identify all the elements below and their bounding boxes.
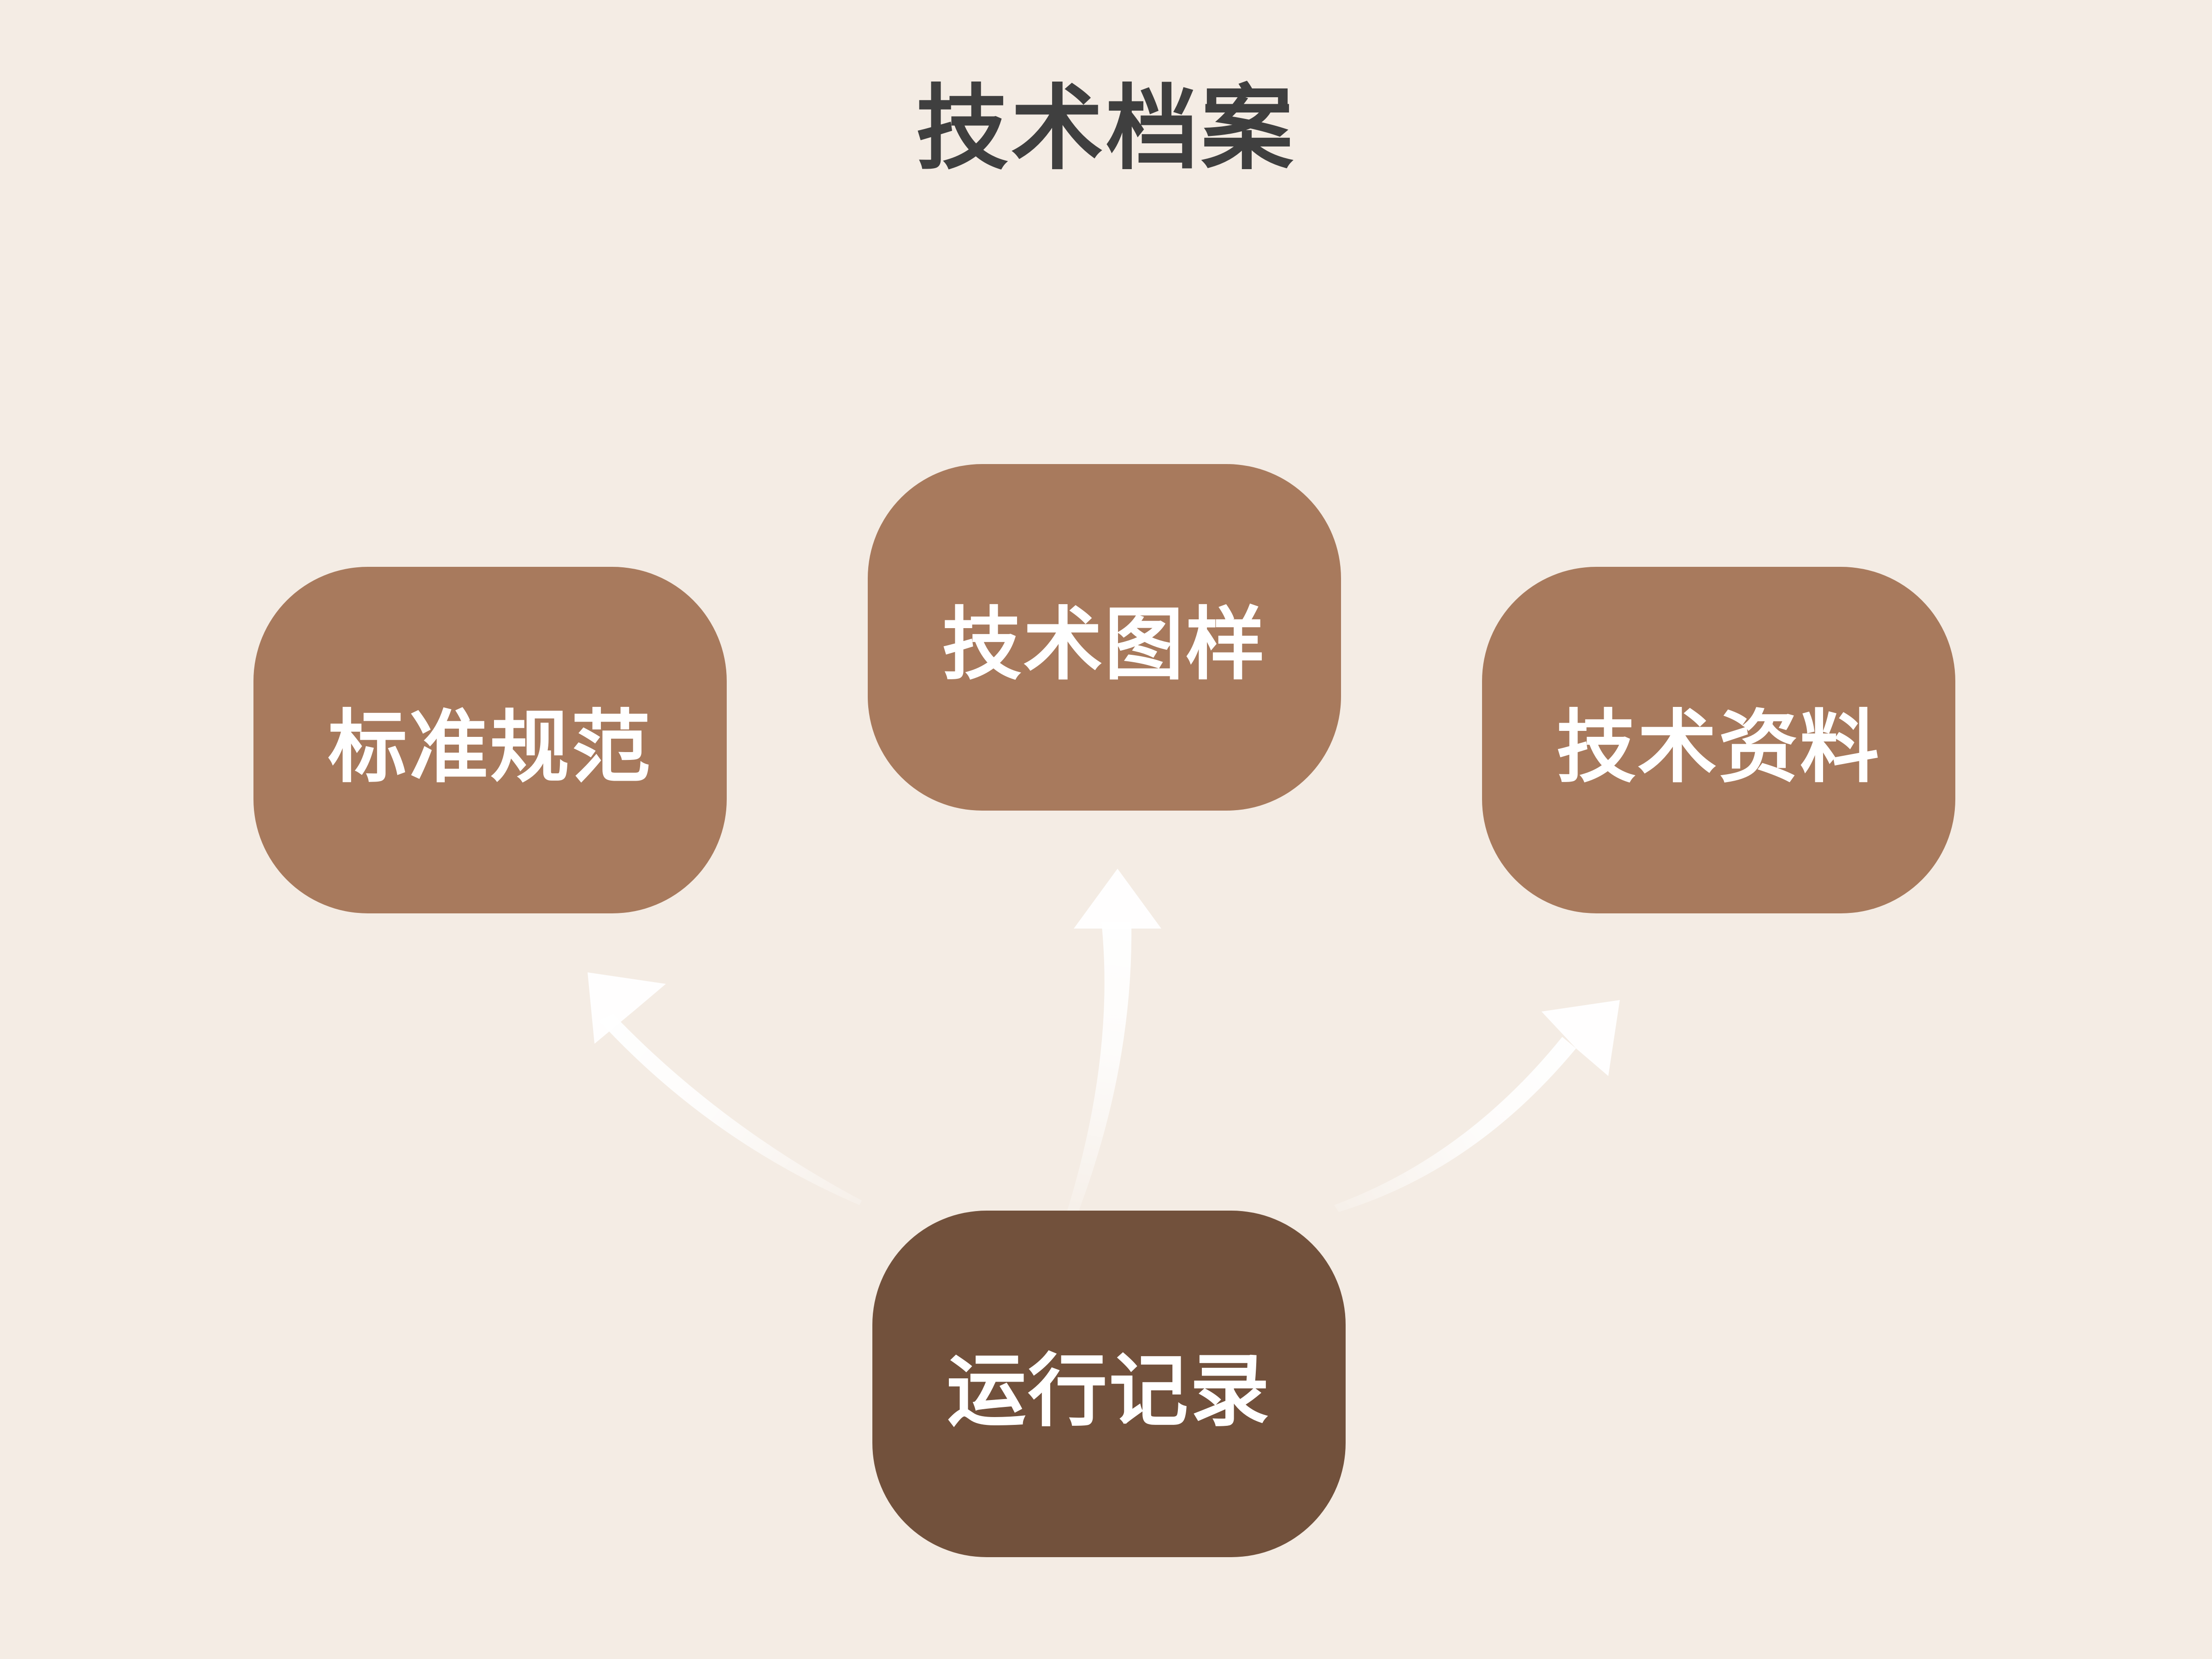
node-drawings: 技术图样 [868,464,1341,811]
arrow-records-to-drawings [1067,869,1161,1212]
node-records: 运行记录 [872,1211,1346,1557]
node-drawings-label: 技术图样 [942,598,1267,691]
node-materials: 技术资料 [1482,567,1955,913]
node-materials-label: 技术资料 [1556,701,1881,794]
node-records-label: 运行记录 [947,1345,1271,1437]
node-standards: 标准规范 [253,567,727,913]
node-standards-label: 标准规范 [328,701,653,794]
page-title: 技术档案 [916,75,1296,182]
arrow-records-to-standards [588,972,862,1205]
arrow-records-to-materials [1334,1000,1620,1212]
